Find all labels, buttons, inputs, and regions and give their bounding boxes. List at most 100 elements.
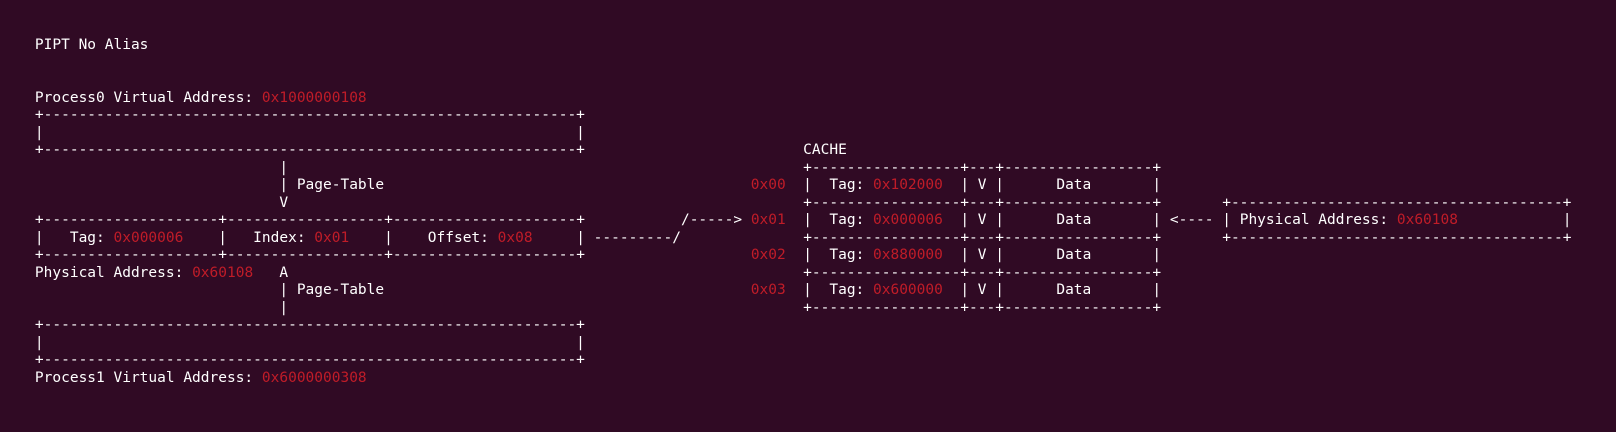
terminal-line: | |	[0, 125, 1616, 143]
terminal-text: A	[253, 264, 289, 281]
terminal-text	[0, 177, 279, 193]
terminal-text: +	[1152, 299, 1162, 316]
terminal-text: | Physical Address:	[1222, 212, 1397, 228]
terminal-text: /----->	[680, 212, 751, 228]
hex-value-text: 0x03	[750, 282, 786, 298]
terminal-text	[0, 37, 35, 53]
terminal-text: | Tag:	[34, 229, 114, 246]
terminal-text	[0, 370, 35, 386]
terminal-text	[585, 142, 803, 158]
terminal-text	[0, 265, 35, 281]
terminal-line	[0, 72, 1616, 90]
terminal-text: +	[1562, 194, 1572, 211]
terminal-text: |	[576, 124, 585, 141]
terminal-line: | Page-Table 0x03 | Tag: 0x600000 | V | …	[0, 282, 1616, 300]
terminal-text	[0, 195, 279, 211]
terminal-text: | Page-Table	[279, 177, 385, 193]
terminal-text: +	[803, 299, 812, 316]
terminal-text: ----------------------------------------…	[43, 317, 577, 333]
terminal-text	[681, 230, 803, 246]
hex-value-text: 0x6000000308	[261, 369, 367, 386]
terminal-line: | Page-Table 0x00 | Tag: 0x102000 | V | …	[0, 177, 1616, 195]
terminal-text: | V | Data |	[942, 212, 1162, 228]
terminal-text	[786, 247, 803, 263]
terminal-line: V + -----------------+---+---------------…	[0, 195, 1616, 213]
terminal-text: ----------------------------------------…	[43, 142, 577, 158]
terminal-text	[786, 177, 803, 193]
terminal-text: ----------------------------------------…	[43, 107, 577, 123]
terminal-text	[0, 300, 279, 316]
terminal-text: ---------------------	[392, 247, 577, 263]
terminal-text: CACHE	[803, 142, 847, 158]
terminal-text	[0, 247, 35, 263]
terminal-text	[44, 335, 577, 351]
hex-value-text: 0x000006	[113, 229, 184, 246]
terminal-text	[0, 107, 35, 123]
terminal-text: +---+	[960, 229, 1004, 246]
terminal-text: |	[532, 229, 594, 246]
hex-value-text: 0x1000000108	[261, 89, 367, 106]
terminal-text: | V | Data |	[942, 247, 1162, 263]
hex-value-text: 0x000006	[873, 212, 943, 228]
terminal-text: -----------------	[1003, 299, 1153, 316]
terminal-text: -----------------	[1003, 194, 1153, 211]
terminal-text	[1458, 212, 1563, 228]
terminal-text: ------------------	[227, 247, 385, 263]
terminal-text: ---------	[593, 229, 673, 246]
terminal-text	[0, 142, 35, 158]
terminal-text: +	[803, 264, 812, 281]
terminal-text: V	[279, 194, 289, 211]
terminal-text	[384, 282, 751, 298]
terminal-text	[585, 247, 751, 263]
terminal-text: | V | Data |	[942, 177, 1162, 193]
terminal-text: -----------------	[811, 229, 961, 246]
hex-value-text: 0x600000	[873, 282, 943, 298]
terminal-text	[0, 212, 35, 228]
terminal-text: +	[1222, 229, 1231, 246]
terminal-text	[0, 125, 35, 141]
hex-value-text: 0x01	[750, 212, 786, 228]
terminal-text: |	[34, 334, 44, 351]
terminal-text: <----	[1161, 212, 1223, 228]
terminal-text: +	[34, 247, 44, 263]
terminal-text: +	[803, 159, 812, 176]
terminal-text: +	[1562, 229, 1572, 246]
terminal-text: +---+	[960, 299, 1004, 316]
terminal-text	[1161, 230, 1222, 246]
hex-value-text: 0x60108	[1396, 212, 1458, 228]
terminal-line: PIPT No Alias	[0, 37, 1616, 55]
terminal-text: +	[384, 247, 393, 263]
hex-value-text: 0x00	[750, 177, 786, 193]
terminal-text: +---+	[960, 159, 1004, 176]
terminal-text: +	[1152, 264, 1162, 281]
terminal-text: +	[218, 212, 227, 228]
terminal-line: +--------------------+------------------…	[0, 212, 1616, 230]
hex-value-text: 0x08	[497, 229, 533, 246]
terminal-line	[0, 405, 1616, 423]
terminal-text: -----------------	[811, 159, 961, 176]
terminal-text: --------------------	[43, 247, 219, 263]
terminal-line: | |	[0, 335, 1616, 353]
terminal-text: | Tag:	[803, 247, 874, 263]
terminal-text: | Tag:	[803, 282, 874, 298]
terminal-text	[0, 230, 35, 246]
terminal-text: -----------------	[811, 194, 961, 211]
terminal-text	[288, 195, 803, 211]
terminal-text: +---+	[960, 194, 1004, 211]
terminal-text: +	[803, 229, 812, 246]
terminal-line: +---------------------------------------…	[0, 107, 1616, 125]
terminal-text: Process0 Virtual Address:	[34, 89, 262, 106]
terminal-text: +	[576, 317, 585, 333]
terminal-text: -----------------	[811, 264, 961, 281]
terminal-text: +	[218, 247, 227, 263]
terminal-text: +	[34, 317, 44, 333]
terminal-text: +	[34, 352, 44, 368]
terminal-text: +	[576, 142, 585, 158]
terminal-text: +	[1222, 194, 1231, 211]
terminal-text	[0, 352, 35, 368]
terminal-text: Physical Address:	[34, 264, 193, 281]
terminal-line: | +-----------------+---+---------------…	[0, 160, 1616, 178]
terminal-text: |	[279, 159, 289, 176]
hex-value-text: 0x60108	[192, 264, 254, 281]
terminal-text: --------------------------------------	[1230, 229, 1563, 246]
